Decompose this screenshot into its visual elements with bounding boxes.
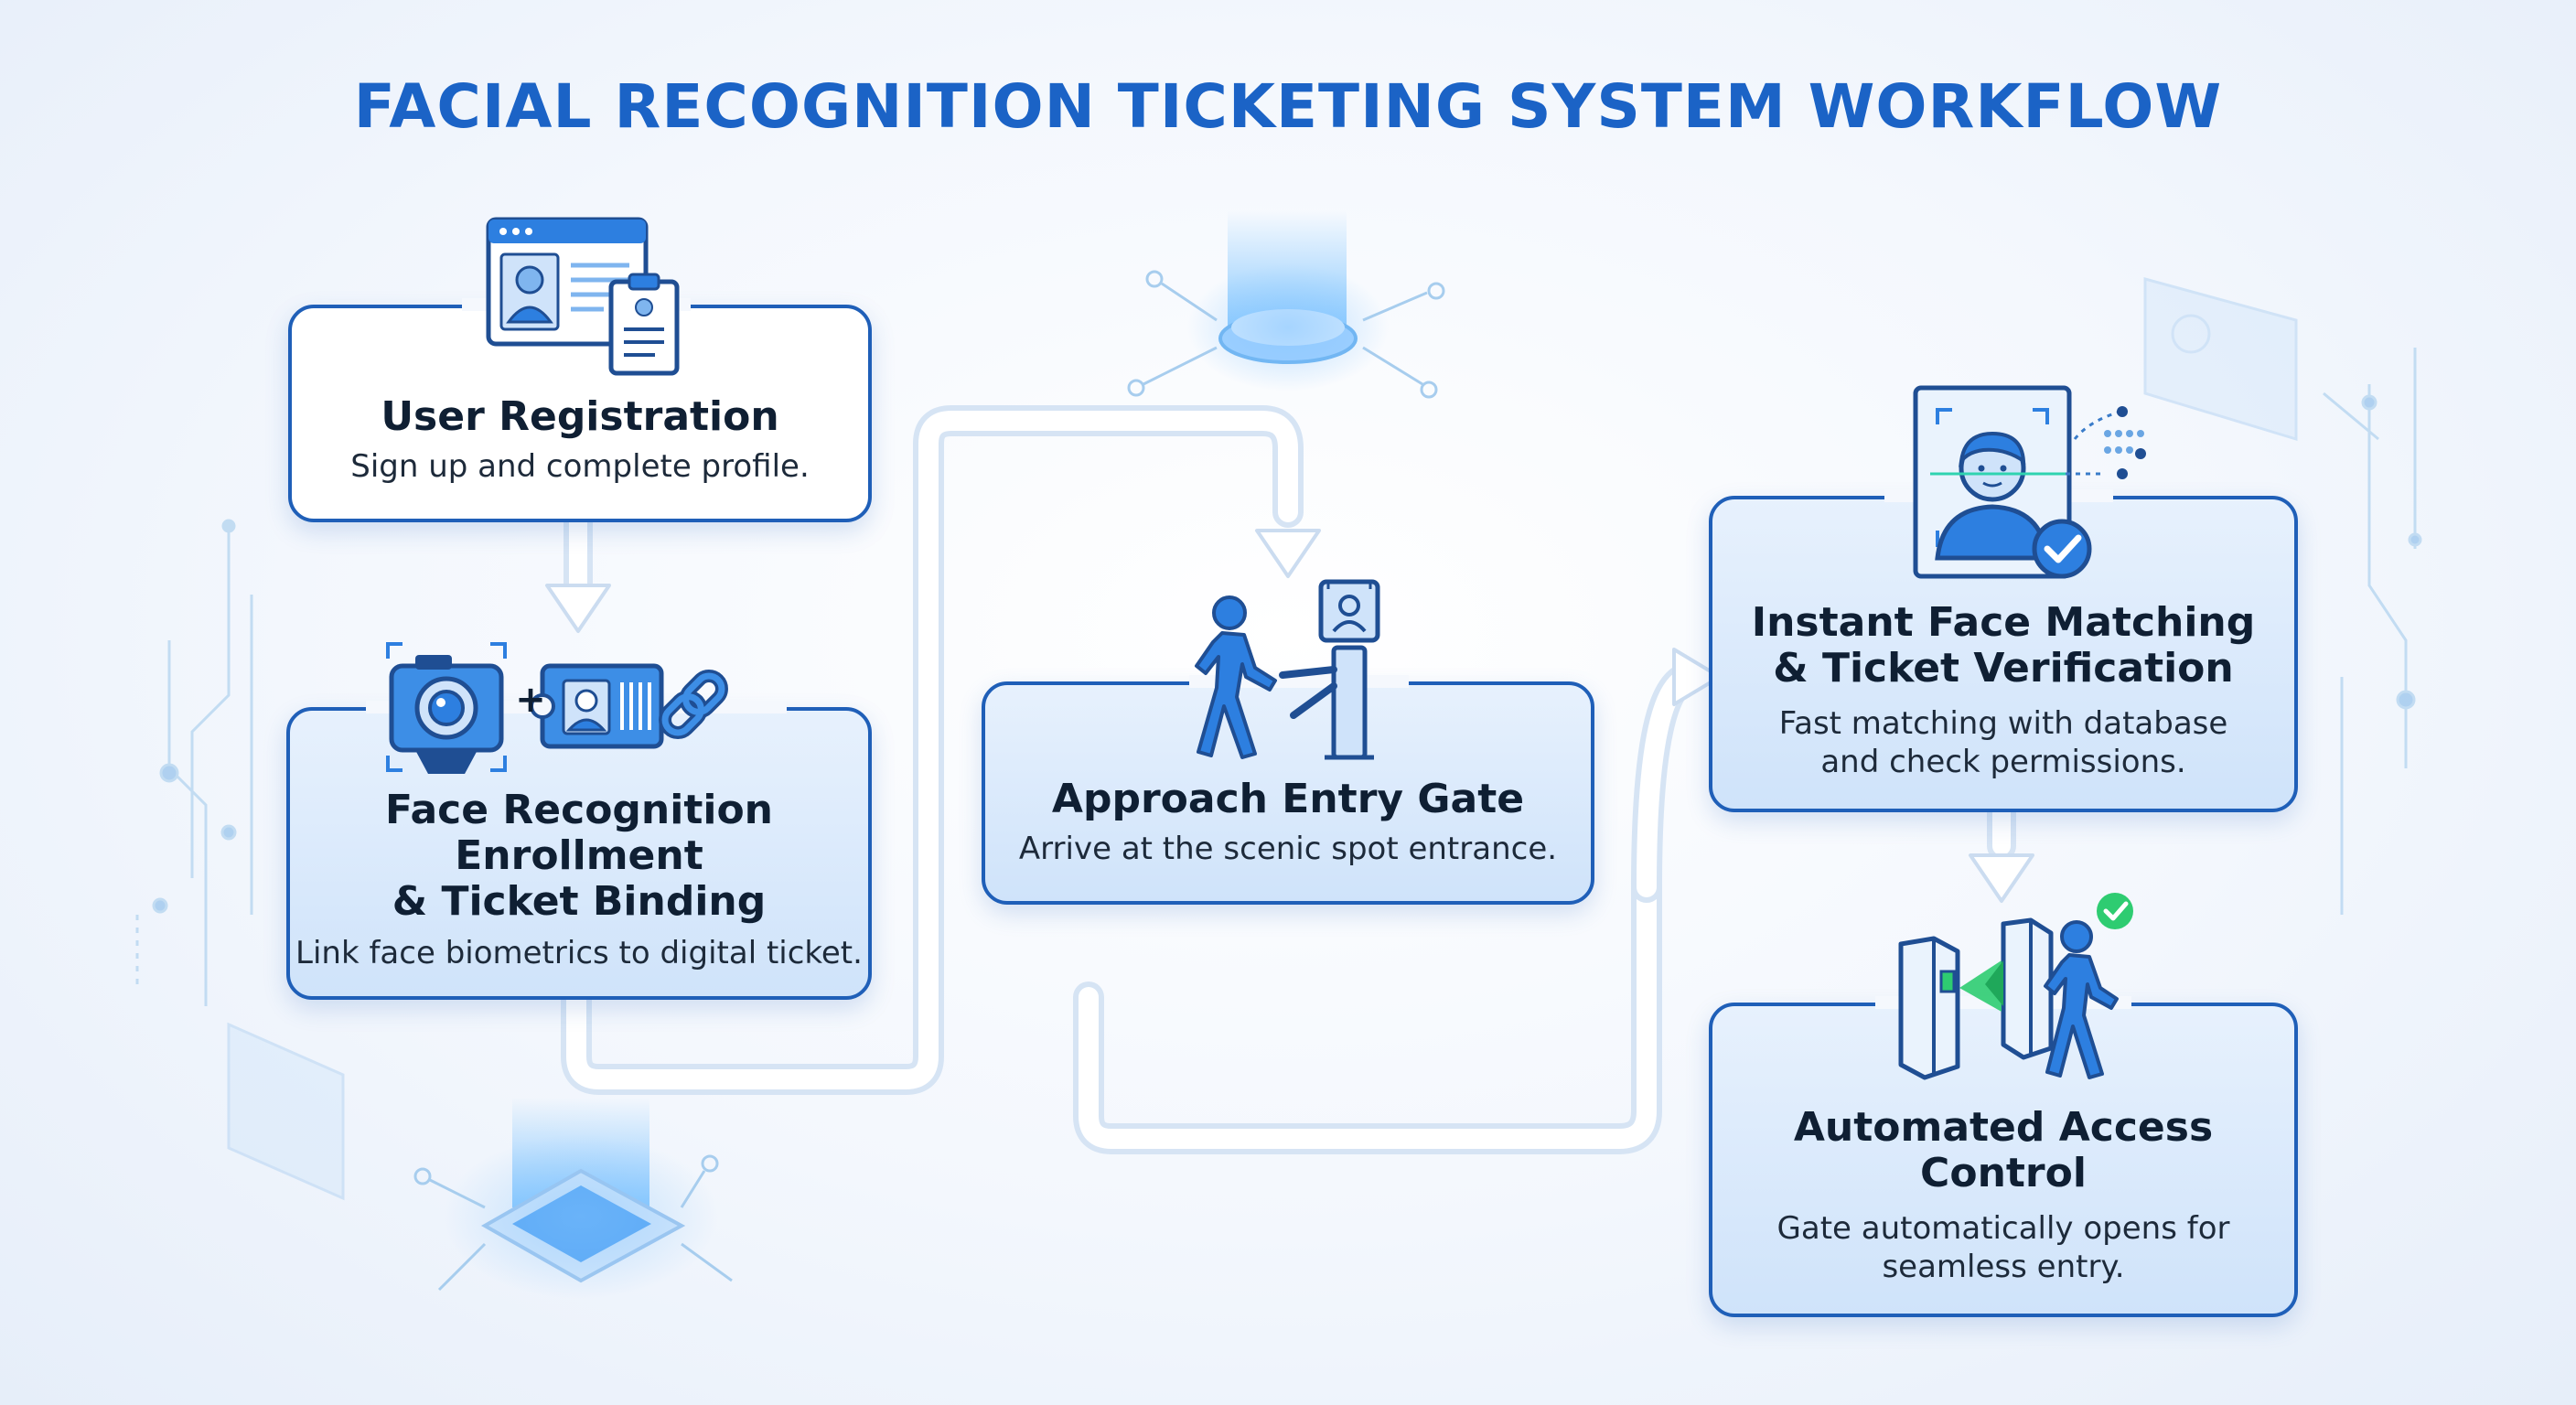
step-description-line-1: Gate automatically opens for bbox=[1776, 1210, 2230, 1247]
person-walking-turnstile-icon bbox=[1195, 579, 1380, 760]
step-title-line-1: Instant Face Matching bbox=[1751, 599, 2256, 646]
step-face-enrollment: Face Recognition Enrollment & Ticket Bin… bbox=[286, 707, 872, 1000]
step-approach-entry-gate: Approach Entry Gate Arrive at the scenic… bbox=[982, 681, 1594, 905]
camera-plus-ticket-link-icon bbox=[386, 642, 728, 774]
profile-window-clipboard-icon bbox=[486, 217, 680, 376]
step-title: Approach Entry Gate bbox=[1051, 776, 1525, 822]
step-description-line-2: and check permissions. bbox=[1820, 744, 2186, 780]
plus-sign: + bbox=[515, 679, 546, 721]
face-scan-check-icon bbox=[1913, 385, 2146, 579]
hologram-pad-bottom bbox=[413, 1098, 733, 1299]
step-description-line-2: seamless entry. bbox=[1882, 1249, 2125, 1285]
step-title-line-2: & Ticket Verification bbox=[1773, 645, 2234, 692]
hologram-pad-top bbox=[1127, 210, 1445, 399]
step-title-line-1: Automated Access bbox=[1793, 1104, 2214, 1151]
floating-card-right bbox=[2143, 277, 2298, 442]
connector-arrowheads bbox=[545, 529, 2034, 903]
step-title: User Registration bbox=[381, 393, 779, 440]
step-title-line-2: Enrollment bbox=[455, 832, 703, 879]
step-title-line-2: Control bbox=[1920, 1150, 2087, 1196]
step-description: Sign up and complete profile. bbox=[350, 448, 810, 485]
step-title-line-1: Face Recognition bbox=[384, 787, 773, 833]
floating-card-left bbox=[227, 1022, 345, 1201]
step-description: Link face biometrics to digital ticket. bbox=[295, 935, 863, 971]
step-automated-access: Automated Access Control Gate automatica… bbox=[1709, 1003, 2298, 1317]
circuit-lines-right bbox=[2323, 348, 2422, 915]
step-description: Arrive at the scenic spot entrance. bbox=[1018, 831, 1558, 867]
circuit-lines-left bbox=[135, 519, 253, 1006]
gate-open-person-icon bbox=[1898, 893, 2133, 1080]
step-description-line-1: Fast matching with database bbox=[1778, 705, 2228, 742]
page-title: FACIAL RECOGNITION TICKETING SYSTEM WORK… bbox=[353, 71, 2223, 142]
step-title-line-3: & Ticket Binding bbox=[392, 878, 767, 925]
